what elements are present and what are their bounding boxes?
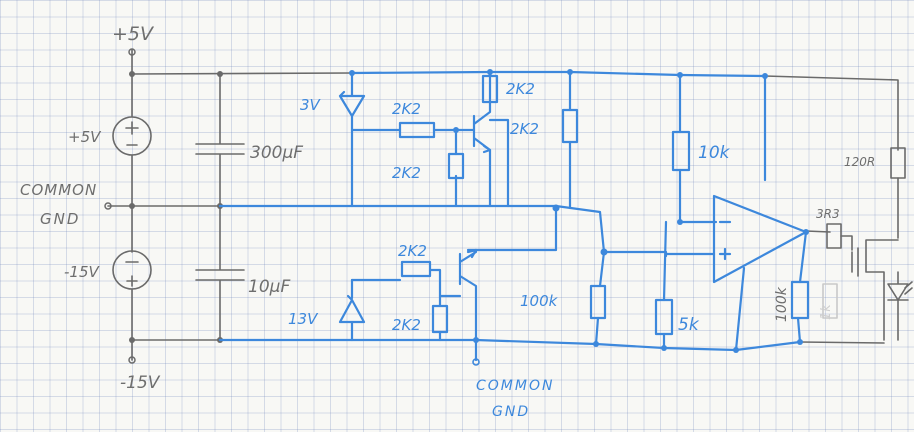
label-common-bottom-2: GND [492, 404, 530, 420]
label-common-bottom-1: COMMON [476, 378, 554, 394]
label-120r: 120R [844, 155, 875, 169]
label-common-left-1: COMMON [20, 181, 97, 199]
rail-minus15-blue [218, 338, 802, 352]
resistor-2k2-b [481, 74, 499, 104]
source-minus15-symbol [125, 261, 139, 287]
resistor-120r [890, 147, 906, 179]
label-3r3: 3R3 [816, 207, 840, 221]
led-symbol [887, 271, 909, 341]
rail-plus5-left [131, 72, 353, 75]
resistor-5k [654, 298, 674, 336]
wire-to-opamp [602, 250, 668, 258]
label-cap-bottom: 10µF [248, 277, 290, 297]
label-5k: 5k [678, 315, 700, 335]
source-plus5-symbol [125, 121, 139, 146]
label-2k2-d: 2K2 [510, 120, 539, 138]
ink-wiring [218, 69, 810, 366]
rail-plus5-blue [350, 70, 767, 78]
resistor-10k [671, 130, 691, 172]
wire-100k-mid [594, 250, 606, 346]
resistor-2k2-d [561, 108, 579, 144]
rail-gnd-blue [218, 204, 606, 254]
resistor-100k-right [790, 280, 810, 320]
opamp [712, 194, 808, 284]
label-zener-bottom: 13V [288, 310, 319, 328]
terminal-gnd-left [104, 202, 112, 210]
led-rays [904, 281, 913, 295]
label-100k-right: 100k [774, 286, 790, 322]
wire-opamp-neg-supply [734, 266, 746, 352]
terminal-gnd-bottom [472, 358, 480, 366]
resistor-faint [822, 283, 838, 319]
pencil-wiring [104, 48, 913, 364]
zener-13v [338, 278, 366, 342]
wire-collector-top [488, 118, 510, 208]
label-vplus-top: +5V [112, 23, 155, 45]
opamp-pins [718, 220, 732, 261]
wire-100k-right [796, 230, 808, 344]
label-vbat-minus: -15V [64, 263, 100, 281]
label-2k2-e: 2K2 [398, 242, 427, 260]
label-common-left-2: GND [40, 210, 80, 228]
junction-dot [129, 71, 135, 77]
rail-top-right [764, 75, 899, 151]
junction-dot [677, 219, 683, 225]
fet-gate [851, 247, 859, 277]
terminal-plus5 [128, 48, 136, 56]
transistor-bottom-arrow [466, 248, 478, 259]
label-vbat-plus: +5V [68, 128, 102, 146]
label-2k2-b: 2K2 [506, 80, 535, 98]
labels: +5V +5V COMMON GND -15V -15V 300µF 10µF … [20, 23, 875, 420]
label-vminus-bottom: -15V [120, 373, 161, 393]
label-2k2-a: 2K2 [392, 100, 421, 118]
transistor-bottom [458, 248, 478, 362]
zener-3v [338, 71, 366, 208]
junction-dot [129, 203, 135, 209]
junction-dot [217, 71, 223, 77]
wire-2k2-e [350, 268, 462, 298]
rail-bottom-right [799, 341, 885, 344]
label-10k: 10k [698, 143, 731, 163]
label-faint: 1k [819, 304, 834, 320]
label-cap-top: 300µF [250, 143, 303, 163]
resistor-100k-mid [589, 284, 607, 320]
resistor-2k2-f [431, 304, 449, 334]
wire-out-3r3 [805, 230, 831, 233]
resistor-2k2-a [398, 121, 436, 139]
wire-5k [662, 220, 668, 350]
label-100k-mid: 100k [520, 292, 559, 310]
label-2k2-f: 2K2 [392, 316, 421, 334]
fet-outline [865, 239, 899, 341]
resistor-2k2-c [447, 152, 465, 180]
terminal-minus15 [128, 356, 136, 364]
transistor-top-arrow [482, 144, 492, 154]
resistor-3r3 [826, 223, 842, 249]
capacitors-column [195, 73, 245, 341]
label-zener-top: 3V [300, 96, 322, 114]
wire-to-npn [466, 206, 558, 252]
wire-3r3 [840, 235, 853, 251]
label-2k2-c: 2K2 [392, 164, 421, 182]
resistor-2k2-e [400, 260, 432, 278]
